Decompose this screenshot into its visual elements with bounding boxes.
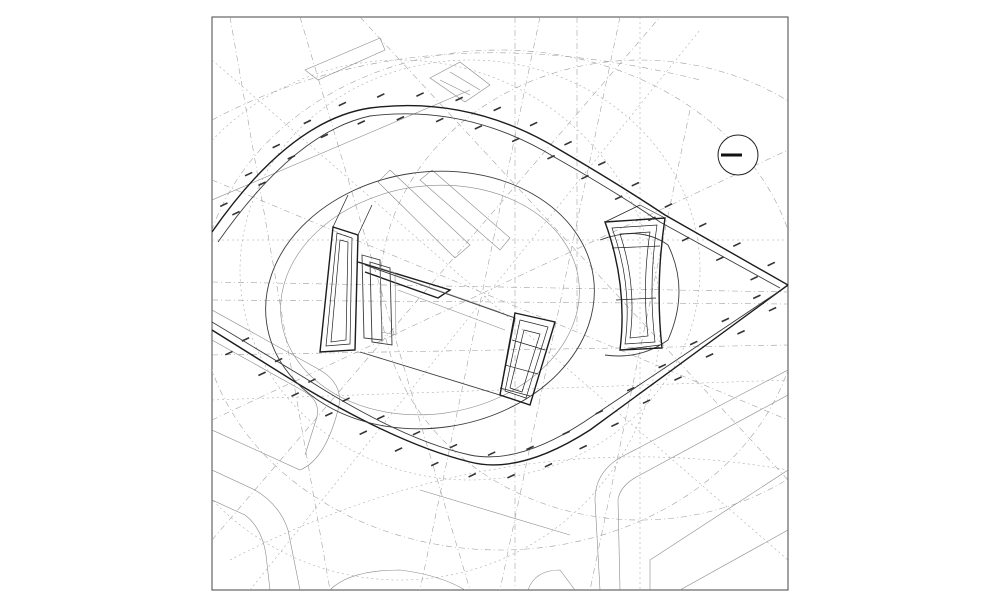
dimension-tick (597, 161, 606, 166)
dimension-tick (529, 121, 538, 127)
dimension-tick (579, 444, 588, 450)
dimension-tick (752, 294, 761, 300)
dimension-tick (511, 137, 520, 143)
dimension-tick (689, 340, 698, 346)
north-arrow-icon (717, 134, 759, 176)
dimension-tick (664, 203, 673, 208)
dimension-tick (272, 143, 281, 149)
dimension-tick (287, 154, 296, 160)
dimension-tick (449, 443, 458, 449)
dimension-tick (767, 261, 776, 267)
dimension-tick (507, 473, 516, 479)
dimension-tick (291, 392, 300, 397)
dimension-tick (274, 357, 283, 363)
dimension-tick (376, 415, 385, 420)
dimension-tick (715, 256, 724, 262)
dimension-tick (674, 376, 683, 381)
dimension-ticks (219, 92, 777, 479)
dimension-tick (580, 174, 589, 180)
dimension-tick (258, 371, 267, 377)
dimension-tick (224, 350, 233, 356)
dimension-tick (435, 117, 444, 123)
dimension-tick (412, 430, 421, 436)
dimension-tick (468, 472, 477, 478)
dimension-tick (487, 451, 496, 457)
dimension-tick (244, 171, 253, 177)
dimension-tick (547, 154, 556, 160)
dimension-tick (430, 461, 439, 467)
dimension-tick (320, 133, 329, 139)
dimension-tick (241, 337, 250, 342)
dimension-tick (642, 399, 651, 405)
dimension-tick (626, 386, 635, 392)
dimension-tick (732, 242, 741, 247)
building-right (604, 204, 666, 351)
dimension-tick (359, 430, 368, 436)
dimension-tick (526, 445, 535, 451)
dimension-tick (396, 115, 405, 121)
dimension-tick (376, 93, 385, 98)
dimension-tick (544, 462, 553, 468)
dimension-tick (681, 236, 690, 242)
building-center (499, 312, 556, 406)
dimension-tick (357, 120, 366, 125)
dimension-tick (721, 317, 730, 323)
dimension-tick (231, 210, 240, 216)
dimension-tick (595, 409, 604, 415)
dimension-tick (394, 447, 403, 452)
dimension-tick (307, 378, 316, 384)
dimension-tick (258, 181, 267, 187)
dimension-tick (658, 363, 667, 369)
drawing-frame (211, 16, 789, 591)
site-boundary (212, 104, 788, 466)
dimension-tick (455, 96, 464, 102)
dimension-tick (303, 119, 312, 125)
road-curbs (212, 89, 788, 590)
dimension-tick (750, 275, 759, 281)
dimension-tick (768, 306, 777, 312)
dimension-tick (416, 92, 425, 97)
dimension-tick (493, 106, 502, 112)
dimension-tick (737, 329, 746, 335)
dimension-tick (564, 140, 573, 146)
dimension-tick (341, 397, 350, 403)
dimension-tick (324, 411, 333, 417)
dimension-tick (338, 101, 347, 107)
dimension-tick (474, 124, 483, 130)
parcel-outlines (304, 37, 511, 259)
dimension-tick (631, 181, 640, 187)
inner-oval (265, 170, 680, 430)
dimension-tick (219, 202, 228, 208)
dimension-tick (698, 222, 707, 228)
construction-lines (212, 17, 788, 590)
dimension-tick (610, 422, 619, 428)
dimension-tick (614, 195, 623, 201)
dimension-tick (705, 353, 714, 358)
dimension-tick (647, 216, 656, 222)
dimension-tick (562, 430, 571, 436)
